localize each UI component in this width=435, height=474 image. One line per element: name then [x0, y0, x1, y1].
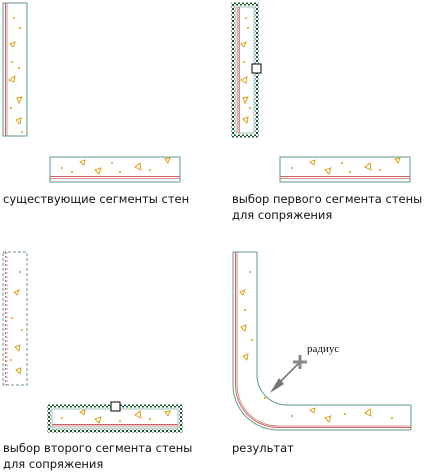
panel-first-segment-selected — [231, 2, 411, 183]
square-grip-icon[interactable] — [110, 401, 121, 412]
concrete-hatch — [240, 17, 251, 124]
concrete-hatch — [61, 409, 171, 424]
concrete-hatch — [239, 271, 393, 423]
radius-label: радиус — [307, 343, 339, 355]
concrete-hatch — [291, 157, 401, 175]
vertical-wall-segment — [2, 2, 28, 137]
panel-result: радиус — [232, 251, 412, 431]
horizontal-wall-segment — [279, 156, 411, 183]
radius-leader — [270, 355, 307, 393]
square-grip-icon[interactable] — [251, 63, 262, 74]
selected-vertical-wall-segment[interactable] — [231, 2, 262, 138]
horizontal-wall-segment — [49, 156, 181, 183]
selected-horizontal-wall-segment[interactable] — [47, 401, 183, 433]
first-selected-wall-ghost — [2, 251, 28, 386]
caption-existing-segments: существующие сегменты стен — [3, 192, 190, 206]
panel-existing-segments — [2, 2, 181, 183]
concrete-hatch — [61, 157, 171, 175]
plus-cursor-icon — [293, 355, 307, 369]
filleted-wall — [232, 251, 412, 431]
caption-result: результат — [232, 441, 294, 455]
panel-second-segment-selected — [2, 251, 183, 433]
caption-first-segment: выбор первого сегмента стены для сопряже… — [232, 192, 423, 222]
caption-second-segment: выбор второго сегмента стены для сопряже… — [3, 441, 193, 471]
concrete-hatch — [8, 17, 23, 133]
concrete-hatch — [10, 271, 23, 375]
